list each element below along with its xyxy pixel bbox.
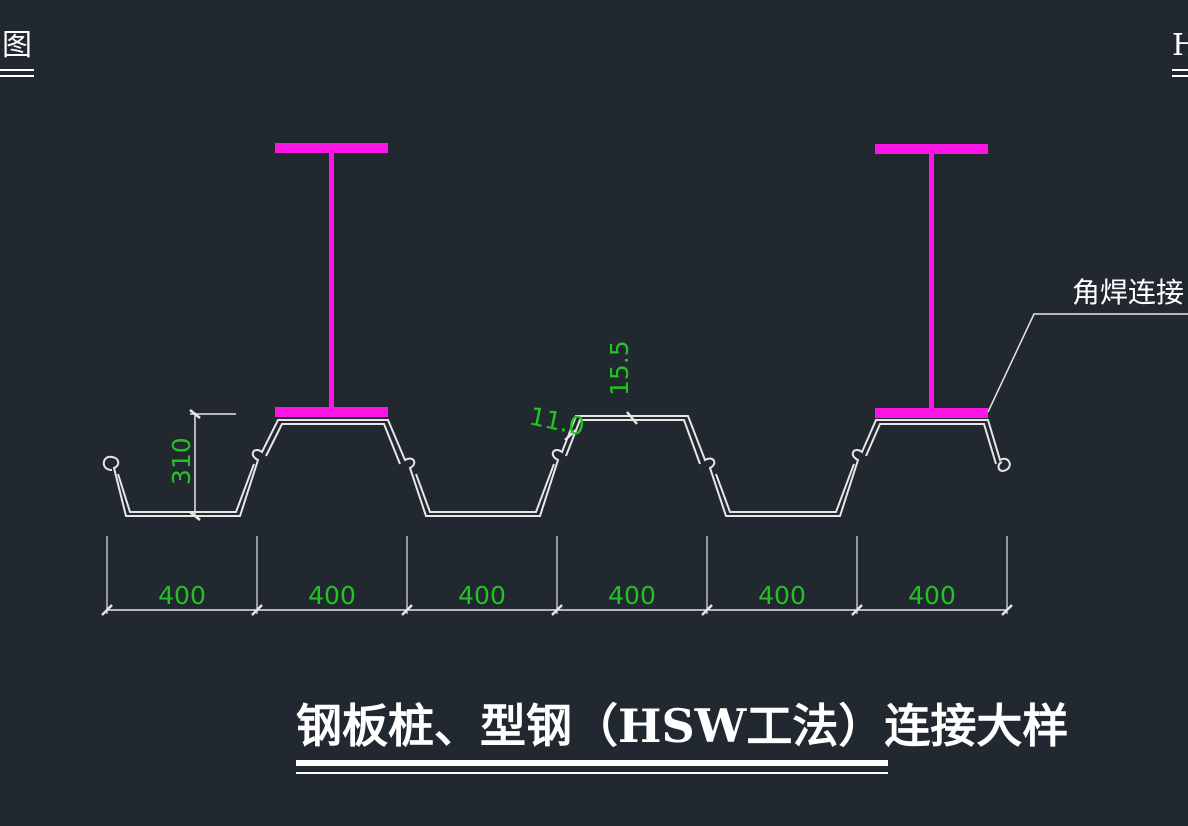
h-steel-left-bottom-flange <box>275 407 388 417</box>
thickness-dimension-label: 15.5 <box>605 340 634 396</box>
sheet-pile-outer-line <box>102 415 1011 517</box>
segment-dimension-label: 400 <box>758 581 806 610</box>
h-steel-right-top-flange <box>875 144 988 154</box>
title-underline-thick <box>296 760 888 766</box>
segment-dimension-label: 400 <box>308 581 356 610</box>
height-tick-top <box>189 409 201 419</box>
segment-tick <box>401 604 413 616</box>
segment-dimension-label: 400 <box>458 581 506 610</box>
angle-tick <box>564 429 577 441</box>
h-steel-right-bottom-flange <box>875 408 988 418</box>
segment-tick <box>251 604 263 616</box>
h-steel-right-web <box>929 154 934 408</box>
segment-dimension-label: 400 <box>158 581 206 610</box>
height-dimension-label: 310 <box>167 437 196 485</box>
segment-tick <box>1001 604 1013 616</box>
segment-dimension-label: 400 <box>608 581 656 610</box>
weld-leader-line <box>987 313 1188 413</box>
page-title: 钢板桩、型钢（HSW工法）连接大样 <box>296 699 1068 753</box>
corner-left-text: 图 <box>2 28 32 63</box>
height-tick-bottom <box>189 511 201 521</box>
h-steel-left <box>275 143 388 417</box>
segment-dimensions: 400 400 400 400 400 400 <box>101 536 1013 616</box>
segment-tick <box>101 604 113 616</box>
h-steel-left-web <box>329 153 334 407</box>
sheet-pile-profile <box>102 415 1011 517</box>
segment-dimension-label: 400 <box>908 581 956 610</box>
h-steel-right <box>875 144 988 418</box>
height-dimension <box>189 409 236 521</box>
segment-tick <box>701 604 713 616</box>
h-steel-left-top-flange <box>275 143 388 153</box>
corner-right-text: H <box>1172 28 1188 63</box>
sheet-pile-inner-line <box>117 419 997 513</box>
angle-dimension-label: 11.0 <box>527 402 587 442</box>
segment-tick <box>551 604 563 616</box>
thickness-tick <box>626 411 638 425</box>
weld-label: 角焊连接 <box>1072 276 1184 309</box>
segment-tick <box>851 604 863 616</box>
